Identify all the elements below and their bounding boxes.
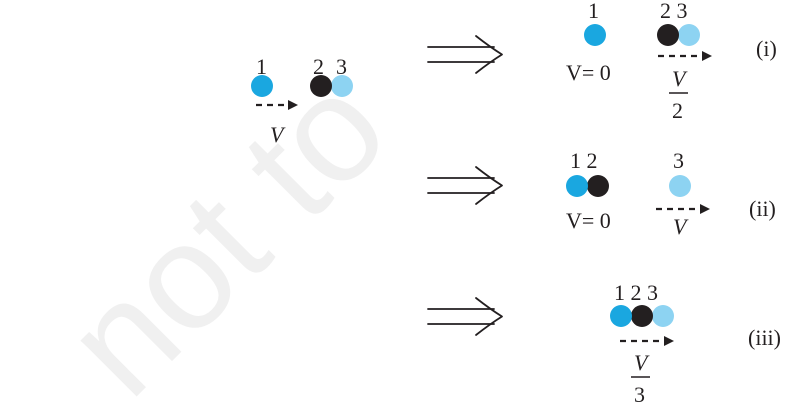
implies-arrow-i: [427, 35, 503, 74]
case-ii-ball-2: [587, 175, 609, 197]
case-ii-velocity-arrow: [656, 204, 710, 214]
case-i-velocity-denominator: 2: [672, 98, 683, 123]
case-iii-ball-2: [631, 305, 653, 327]
initial-ball-3: [331, 75, 353, 97]
case-i-velocity-numerator: V: [672, 66, 688, 91]
case-i-ball-3: [678, 24, 700, 46]
case-ii-label-3: 3: [673, 148, 684, 173]
case-ii-ball-1: [566, 175, 588, 197]
case-i-ball-1: [584, 24, 606, 46]
case-ii-ball-3-velocity: V: [673, 214, 689, 239]
case-ii-tag: (ii): [749, 196, 776, 221]
initial-label-1: 1: [256, 54, 267, 79]
initial-ball-1: [251, 75, 273, 97]
case-iii-label-123: 1 2 3: [614, 280, 658, 305]
case-i-velocity-arrow: [658, 51, 712, 61]
initial-state: 1 2 3 V: [251, 54, 353, 147]
implies-arrow-iii: [427, 297, 503, 336]
case-iii-velocity-numerator: V: [634, 350, 650, 375]
case-ii: 1 2 V= 0 3 V (ii): [566, 148, 776, 239]
case-i: 1 V= 0 2 3 V 2 (i): [566, 0, 777, 123]
case-ii-pair-velocity: V= 0: [566, 208, 611, 233]
initial-velocity-arrow: [256, 100, 298, 110]
initial-velocity-label: V: [270, 122, 286, 147]
case-i-label-1: 1: [588, 0, 599, 23]
case-iii-velocity-denominator: 3: [634, 382, 645, 407]
case-iii-tag: (iii): [748, 325, 781, 350]
case-i-label-23: 2 3: [660, 0, 688, 23]
implies-arrow-ii: [427, 166, 503, 205]
case-iii-velocity-arrow: [620, 336, 674, 346]
case-ii-ball-3: [669, 175, 691, 197]
case-iii: 1 2 3 V 3 (iii): [610, 280, 781, 407]
initial-label-3: 3: [336, 54, 347, 79]
watermark-text: not to: [33, 42, 417, 414]
case-iii-ball-3: [652, 305, 674, 327]
case-iii-ball-1: [610, 305, 632, 327]
case-i-ball-1-velocity: V= 0: [566, 60, 611, 85]
case-ii-label-12: 1 2: [570, 148, 598, 173]
initial-ball-2: [310, 75, 332, 97]
initial-label-2: 2: [313, 54, 324, 79]
case-i-ball-2: [657, 24, 679, 46]
case-i-tag: (i): [756, 36, 777, 61]
